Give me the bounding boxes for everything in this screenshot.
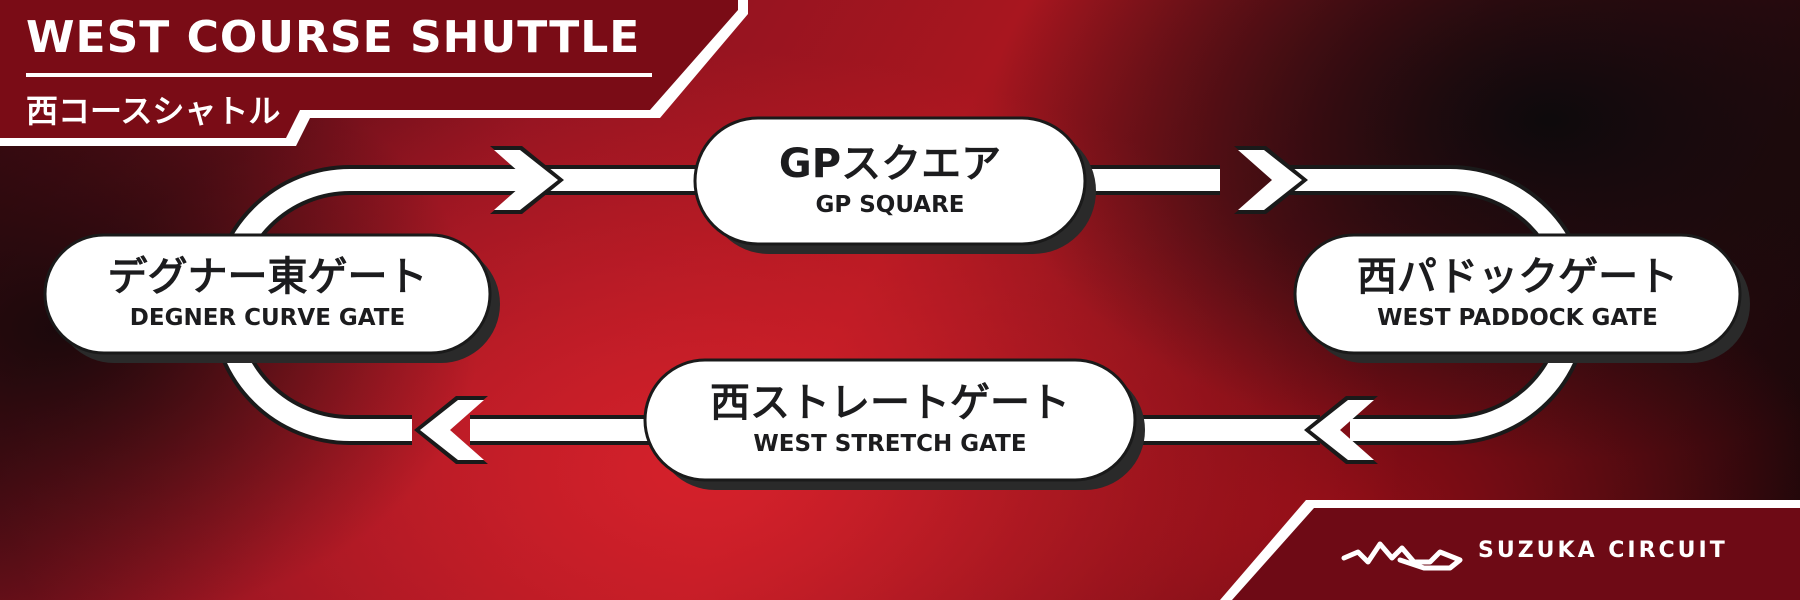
station-degner-east-gate: デグナー東ゲート DEGNER CURVE GATE	[45, 235, 490, 353]
station-name-ja: 西ストレートゲート	[710, 380, 1070, 427]
suzuka-circuit-logo: SUZUKA CIRCUIT	[1340, 536, 1780, 576]
title-japanese: 西コースシャトル	[26, 92, 281, 130]
station-name-en: GP SQUARE	[815, 192, 965, 219]
station-west-stretch-gate: 西ストレートゲート WEST STRETCH GATE	[645, 360, 1135, 480]
station-pill-shapes	[43, 116, 1750, 490]
arrow-right-icon	[1234, 146, 1308, 214]
station-name-en: WEST STRETCH GATE	[753, 431, 1027, 458]
logo-banner	[1232, 508, 1800, 600]
arrow-left-icon	[1304, 396, 1378, 464]
logo-text: SUZUKA CIRCUIT	[1478, 538, 1728, 563]
station-name-en: DEGNER CURVE GATE	[129, 305, 406, 332]
station-name-ja: 西パドックゲート	[1356, 254, 1679, 301]
station-name-ja: デグナー東ゲート	[107, 254, 428, 301]
title-english: WEST COURSE SHUTTLE	[26, 12, 641, 63]
station-name-ja: GPスクエア	[778, 141, 1002, 188]
title-divider	[26, 73, 652, 77]
arrow-left-icon	[414, 396, 488, 464]
suzuka-circuit-track-icon	[1341, 541, 1463, 571]
station-gp-square: GPスクエア GP SQUARE	[695, 118, 1085, 244]
station-name-en: WEST PADDOCK GATE	[1377, 305, 1658, 332]
title-banner	[0, 0, 738, 138]
arrow-right-icon	[490, 146, 564, 214]
station-west-paddock-gate: 西パドックゲート WEST PADDOCK GATE	[1295, 235, 1740, 353]
